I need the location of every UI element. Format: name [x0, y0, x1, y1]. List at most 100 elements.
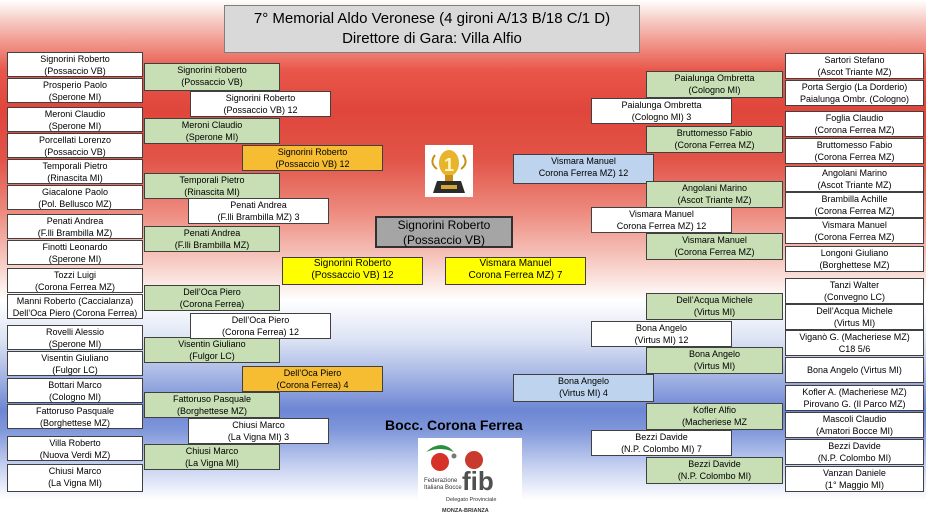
player-name: Meroni Claudio — [181, 120, 243, 130]
player-club: (Corona Ferrea MZ) — [814, 232, 895, 242]
left-r1-match: Manni Roberto (Caccialanza) Dell’Oca Pier… — [7, 294, 143, 319]
player-name: Porcellati Lorenzo — [38, 135, 112, 145]
left-r4-winner: Signorini Roberto(Possaccio VB) 12 — [242, 145, 383, 171]
left-r2-winner: Meroni Claudio (Sperone MI) — [144, 118, 280, 144]
player-name: Vismara Manuel — [822, 220, 887, 230]
player-name: Signorini Roberto — [177, 65, 247, 75]
player-name: Rovelli Alessio — [45, 327, 105, 337]
logo-sub1: Federazione — [424, 478, 458, 484]
right-r1-match: Vanzan Daniele (1° Maggio MI) — [785, 466, 924, 492]
player-club-score: (Possaccio VB) 12 — [311, 270, 394, 281]
left-r1-match: Signorini Roberto(Possaccio VB) — [7, 52, 143, 77]
player-name: Angolani Marino — [681, 183, 748, 193]
left-r1-match: Finotti Leonardo(Sperone MI) — [7, 240, 143, 265]
player-club: Dell’Oca Piero (Corona Ferrea) — [12, 308, 138, 318]
logo-sub4: MONZA-BRIANZA — [442, 508, 489, 514]
left-r3-winner: Signorini Roberto(Possaccio VB) 12 — [190, 91, 331, 117]
tournament-winner: Signorini Roberto(Possaccio VB) — [375, 216, 513, 248]
tournament-title: 7° Memorial Aldo Veronese (4 gironi A/13… — [224, 5, 640, 53]
player-name: Kofler A. (Macheriese MZ) — [802, 387, 907, 397]
right-r2-winner: Vismara Manuel(Corona Ferrea MZ) — [646, 233, 783, 260]
player-name: Chiusi Marco — [48, 466, 102, 476]
left-r1-match: Rovelli Alessio (Sperone MI) — [7, 325, 143, 350]
player-name: Villa Roberto — [49, 438, 101, 448]
player-club: (Sperone MI) — [185, 132, 239, 142]
player-club: (Fulgor LC) — [52, 365, 98, 375]
player-name: Meroni Claudio — [44, 109, 106, 119]
left-r2-winner: Dell’Oca Piero(Corona Ferrea) — [144, 285, 280, 311]
player-name: Vanzan Daniele — [823, 468, 886, 478]
right-r1-match: Bezzi Davide(N.P. Colombo MI) — [785, 439, 924, 465]
left-r1-match: Penati Andrea(F.lli Brambilla MZ) — [7, 214, 143, 239]
left-r3-winner: Dell’Oca Piero(Corona Ferrea) 12 — [190, 313, 331, 339]
player-name: Foglia Claudio — [825, 113, 884, 123]
right-r1-match: Mascoli Claudio(Amatori Bocce MI) — [785, 412, 924, 438]
player-club-score: (Corona Ferrea) 4 — [276, 380, 349, 390]
right-r1-match: Bruttomesso Fabio(Corona Ferrea MZ) — [785, 138, 924, 164]
player-club: (N.P. Colombo MI) — [677, 471, 752, 481]
player-name: Temporali Pietro — [42, 161, 108, 171]
left-r4-winner: Dell’Oca Piero (Corona Ferrea) 4 — [242, 366, 383, 392]
player-club: (1° Maggio MI) — [824, 480, 885, 490]
trophy-icon: 1 — [425, 145, 473, 197]
player-club-score: Corona Ferrea MZ) 12 — [616, 221, 707, 231]
right-r1-match: Bona Angelo (Virtus MI) — [785, 357, 924, 383]
player-name: Bezzi Davide — [635, 432, 688, 442]
player-club: (Rinascita MI) — [47, 173, 103, 183]
player-club-score: (Possaccio VB) 12 — [275, 159, 350, 169]
right-r1-match: Longoni Giuliano(Borghettese MZ) — [785, 246, 924, 272]
right-r2-winner: Kofler Alfio(Macheriese MZ — [646, 403, 783, 430]
player-club: (Possaccio VB) — [44, 66, 106, 76]
fib-logo: fib Federazione Italiana Bocce Delegato … — [418, 438, 522, 518]
player-club: (Rinascita MI) — [184, 187, 240, 197]
player-name: Dell’Oca Piero — [283, 368, 342, 378]
player-club: (La Vigna MI) — [48, 478, 102, 488]
player-name: Vismara Manuel — [479, 258, 552, 269]
player-name: Bona Angelo — [635, 323, 688, 333]
player-club: (Borghettese MZ) — [39, 418, 111, 428]
logo-sub2: Italiana Bocce — [424, 485, 462, 491]
left-r1-match: Prosperio Paolo(Sperone MI) — [7, 78, 143, 103]
left-r3-winner: Penati Andrea(F.lli Brambilla MZ) 3 — [188, 198, 329, 224]
player-name: Vismara Manuel — [551, 156, 616, 166]
player-name: Penati Andrea — [183, 228, 241, 238]
player-club: (F.lli Brambilla MZ) — [37, 228, 113, 238]
player-club: (Corona Ferrea MZ) — [814, 152, 895, 162]
left-r1-match: Fattoruso Pasquale(Borghettese MZ) — [7, 404, 143, 429]
left-r1-match: Visentin Giuliano (Fulgor LC) — [7, 351, 143, 376]
right-r2-winner: Bruttomesso Fabio(Corona Ferrea MZ) — [646, 126, 783, 153]
left-r2-winner: Penati Andrea(F.lli Brambilla MZ) — [144, 226, 280, 252]
player-name: Temporali Pietro — [179, 175, 245, 185]
player-club: (Ascot Triante MZ) — [817, 67, 892, 77]
left-r1-match: Tozzi Luigi(Corona Ferrea MZ) — [7, 268, 143, 293]
player-club: (N.P. Colombo MI) — [817, 453, 892, 463]
left-r2-winner: Signorini Roberto (Possaccio VB) — [144, 63, 280, 91]
title-line-1: 7° Memorial Aldo Veronese (4 gironi A/13… — [253, 10, 611, 27]
player-club-score: Corona Ferrea MZ) 12 — [538, 168, 629, 178]
player-club: (La Vigna MI) — [185, 458, 239, 468]
player-name: Brambilla Achille — [821, 194, 888, 204]
player-club: (Borghettese MZ) — [176, 406, 248, 416]
player-name: Kofler Alfio — [692, 405, 737, 415]
right-r1-match: Vismara Manuel (Corona Ferrea MZ) — [785, 218, 924, 244]
player-club-score: (La Vigna MI) 3 — [227, 432, 290, 442]
player-name: Dell’Acqua Michele — [676, 295, 753, 305]
player-club: (Corona Ferrea MZ) — [674, 140, 755, 150]
left-r2-winner: Visentin Giuliano(Fulgor LC) — [144, 337, 280, 363]
player-name: Signorini Roberto — [313, 258, 392, 269]
player-club: (Amatori Bocce MI) — [815, 426, 893, 436]
left-r1-match: Chiusi Marco (La Vigna MI) — [7, 464, 143, 492]
player-club: (Sperone MI) — [48, 339, 102, 349]
left-r1-match: Meroni Claudio(Sperone MI) — [7, 107, 143, 132]
player-club: (Possaccio VB) — [181, 77, 243, 87]
player-name: Manni Roberto (Caccialanza) — [16, 296, 134, 306]
player-name: Visentin Giuliano — [41, 353, 109, 363]
right-r1-match: Sartori Stefano(Ascot Triante MZ) — [785, 53, 924, 79]
left-r2-winner: Chiusi Marco(La Vigna MI) — [144, 444, 280, 470]
player-name: Finotti Leonardo — [42, 242, 108, 252]
right-r4-winner: Bona Angelo(Virtus MI) 4 — [513, 374, 654, 402]
player-club: C18 5/6 — [838, 344, 871, 354]
right-r1-match: Brambilla Achille(Corona Ferrea MZ) — [785, 192, 924, 218]
